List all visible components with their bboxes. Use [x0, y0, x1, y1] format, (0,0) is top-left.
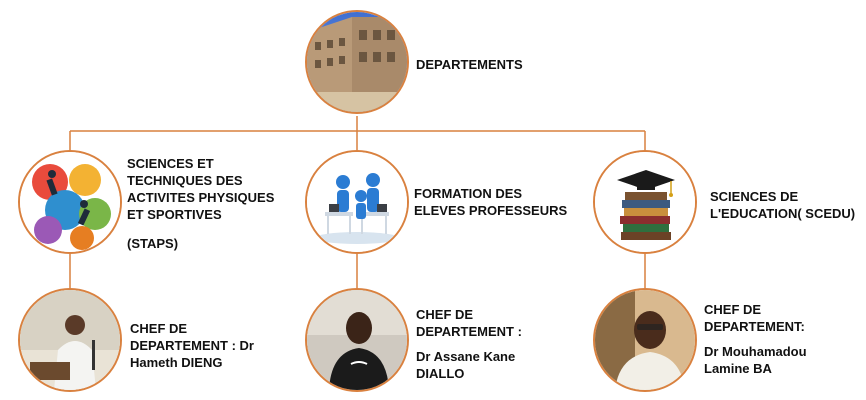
chief-1-label: CHEF DE DEPARTEMENT : Dr Hameth DIENG	[130, 321, 254, 370]
person-portrait-icon	[595, 290, 695, 390]
dept-1-image	[18, 150, 122, 254]
person-portrait-icon	[307, 290, 407, 390]
chief-3-label: CHEF DE DEPARTEMENT: Dr Mouhamadou Lamin…	[704, 302, 807, 376]
dept-2-label: FORMATION DES ELEVES PROFESSEURS	[414, 186, 568, 218]
sports-collage-icon	[20, 152, 120, 252]
root-label: DEPARTEMENTS	[416, 57, 523, 72]
dept-2-image	[305, 150, 409, 254]
chief-2-photo	[305, 288, 409, 392]
books-and-graduation-cap-icon	[595, 152, 695, 252]
chief-3-photo	[593, 288, 697, 392]
chief-2-label: CHEF DE DEPARTEMENT : Dr Assane Kane DIA…	[416, 307, 522, 381]
dept-3-image	[593, 150, 697, 254]
chief-1-photo	[18, 288, 122, 392]
chief-2-name: Dr Assane Kane	[416, 349, 516, 364]
root-node-image	[305, 10, 409, 114]
building-photo-icon	[307, 12, 407, 112]
students-at-desks-icon	[307, 152, 407, 252]
person-portrait-icon	[20, 290, 120, 390]
dept-3-label: SCIENCES DE L'EDUCATION( SCEDU)	[710, 189, 856, 221]
dept-1-label: SCIENCES ET TECHNIQUES DES ACTIVITES PHY…	[127, 156, 275, 251]
dept-1-abbr: (STAPS)	[127, 236, 179, 251]
chief-3-name: Dr Mouhamadou	[704, 344, 807, 359]
